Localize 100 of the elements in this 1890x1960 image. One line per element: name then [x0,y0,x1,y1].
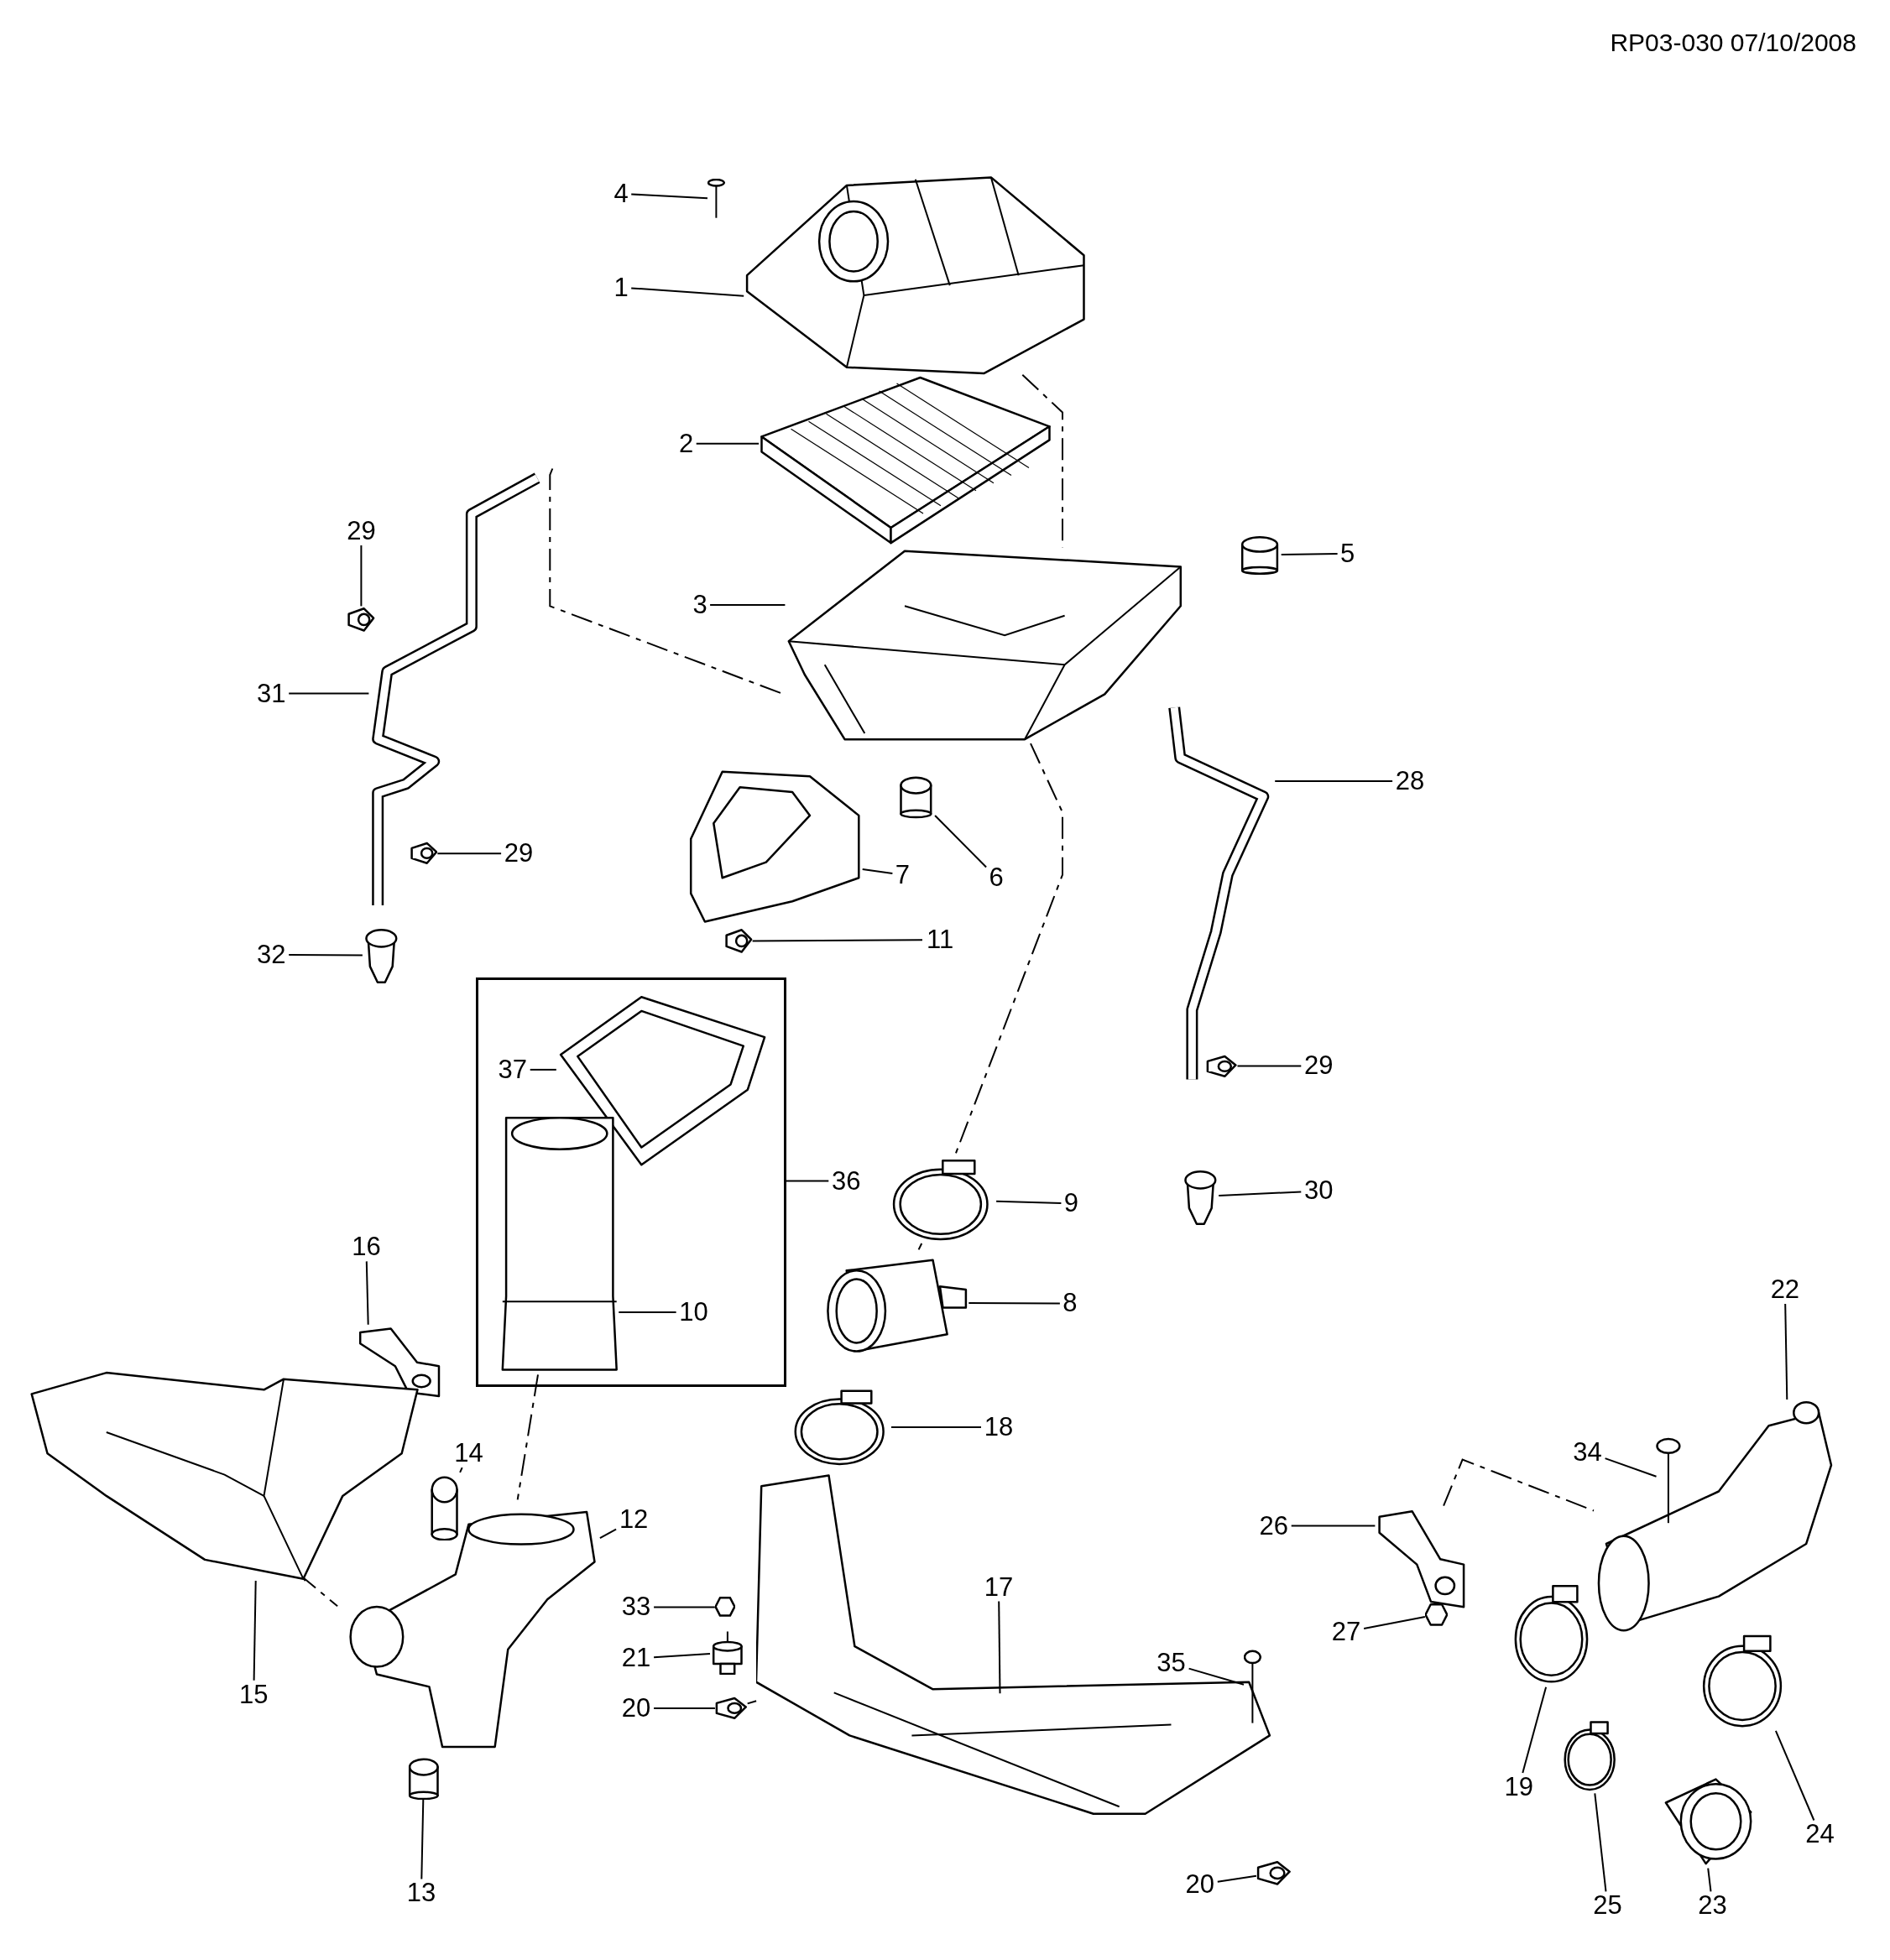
callout-number: 25 [1590,1891,1626,1921]
callout-number: 19 [1501,1772,1537,1801]
callout-number: 11 [922,925,958,955]
clip-drawing [724,927,753,955]
callout-number: 21 [619,1644,655,1673]
callout-number: 29 [343,517,379,545]
clip-drawing [1256,1859,1292,1887]
screw-drawing [707,179,725,219]
leader-line [1218,1191,1303,1197]
callout-number: 33 [619,1592,655,1622]
leader-line [1290,1525,1376,1527]
callout-number: 30 [1301,1176,1337,1206]
air-duct-drawing [687,769,863,925]
bolt-drawing [1243,1650,1261,1725]
leader-line [288,954,363,957]
leader-line [288,692,370,695]
callout-number: 29 [1301,1051,1337,1081]
leader-line [1522,1686,1548,1774]
callout-number: 5 [1337,539,1358,568]
grommet-drawing [406,1755,441,1800]
callout-number: 9 [1061,1189,1082,1218]
leader-line [695,442,760,445]
leader-line [1188,1667,1245,1686]
callout-number: 2 [676,429,697,458]
leader-line [360,545,363,607]
callout-number: 20 [1182,1870,1218,1900]
leader-line [1280,553,1339,555]
leader-line [436,852,503,855]
callout-number: 18 [981,1412,1017,1441]
air-cleaner-cover-drawing [744,175,1088,375]
callout-number: 35 [1153,1649,1189,1678]
filter-element-drawing [759,376,1053,545]
alignment-line [746,1700,758,1705]
callout-number: 24 [1802,1820,1838,1849]
leader-line [365,1260,369,1326]
alignment-line [301,1576,339,1608]
clip-drawing [714,1696,748,1721]
callout-number: 7 [892,860,913,889]
leader-line [1594,1792,1607,1893]
rubber-mount-drawing [710,1630,745,1675]
callout-number: 22 [1767,1275,1803,1305]
leader-line [998,1600,1001,1695]
callout-number: 4 [611,179,632,208]
leader-line [253,1580,257,1681]
leader-line [529,1068,557,1071]
leader-line [598,1528,618,1540]
leader-line [890,1426,982,1428]
callout-number: 36 [828,1166,864,1196]
nut-drawing [714,1597,735,1618]
leader-line [1236,1065,1303,1067]
leader-line [1707,1867,1712,1893]
leader-line [653,1653,711,1659]
hose-clip-drawing [410,841,438,867]
callout-number: 10 [676,1297,712,1327]
callout-number: 6 [986,863,1007,892]
leader-line [1784,1303,1788,1401]
callout-number: 3 [690,590,711,619]
leader-line [420,1798,425,1880]
callout-number: 1 [611,273,632,302]
callout-number: 32 [253,940,290,969]
callout-number: 13 [403,1879,439,1908]
nut-drawing [1424,1603,1448,1626]
callout-number: 16 [348,1233,384,1262]
kit-frame [476,977,786,1388]
callout-number: 12 [616,1505,652,1535]
leader-line [751,939,923,942]
leader-line [1216,1874,1257,1883]
alignment-line [1443,1458,1595,1512]
leader-line [1363,1615,1426,1630]
leader-line [785,1180,830,1182]
leader-line [709,603,786,606]
bolt-drawing [1656,1436,1682,1525]
callout-number: 20 [619,1694,655,1723]
callout-number: 29 [501,839,537,868]
leader-line [1274,779,1394,782]
leader-line [653,1606,716,1608]
callout-number: 27 [1329,1618,1365,1647]
hose-clip-drawing [347,606,375,634]
leader-line [653,1707,716,1709]
callout-number: 28 [1392,766,1428,795]
callout-number: 31 [253,679,290,708]
leader-line [968,1302,1061,1305]
leader-line [1604,1457,1658,1478]
leader-line [459,1467,463,1473]
callout-number: 8 [1059,1289,1080,1318]
leader-line [995,1200,1062,1204]
leader-line [630,193,708,200]
hose-clip-drawing [1206,1053,1238,1079]
callout-number: 14 [451,1439,487,1468]
callout-number: 37 [494,1055,530,1084]
callout-number: 15 [236,1680,272,1709]
drawing-number: RP03-030 07/10/2008 [1610,29,1856,57]
leader-line [618,1311,677,1313]
alignment-line [917,1243,923,1251]
callout-number: 34 [1569,1437,1605,1467]
callout-number: 26 [1256,1511,1292,1540]
leader-line [630,287,745,297]
leader-line [861,868,894,874]
leader-line [1774,1729,1815,1822]
callout-number: 23 [1694,1891,1731,1921]
